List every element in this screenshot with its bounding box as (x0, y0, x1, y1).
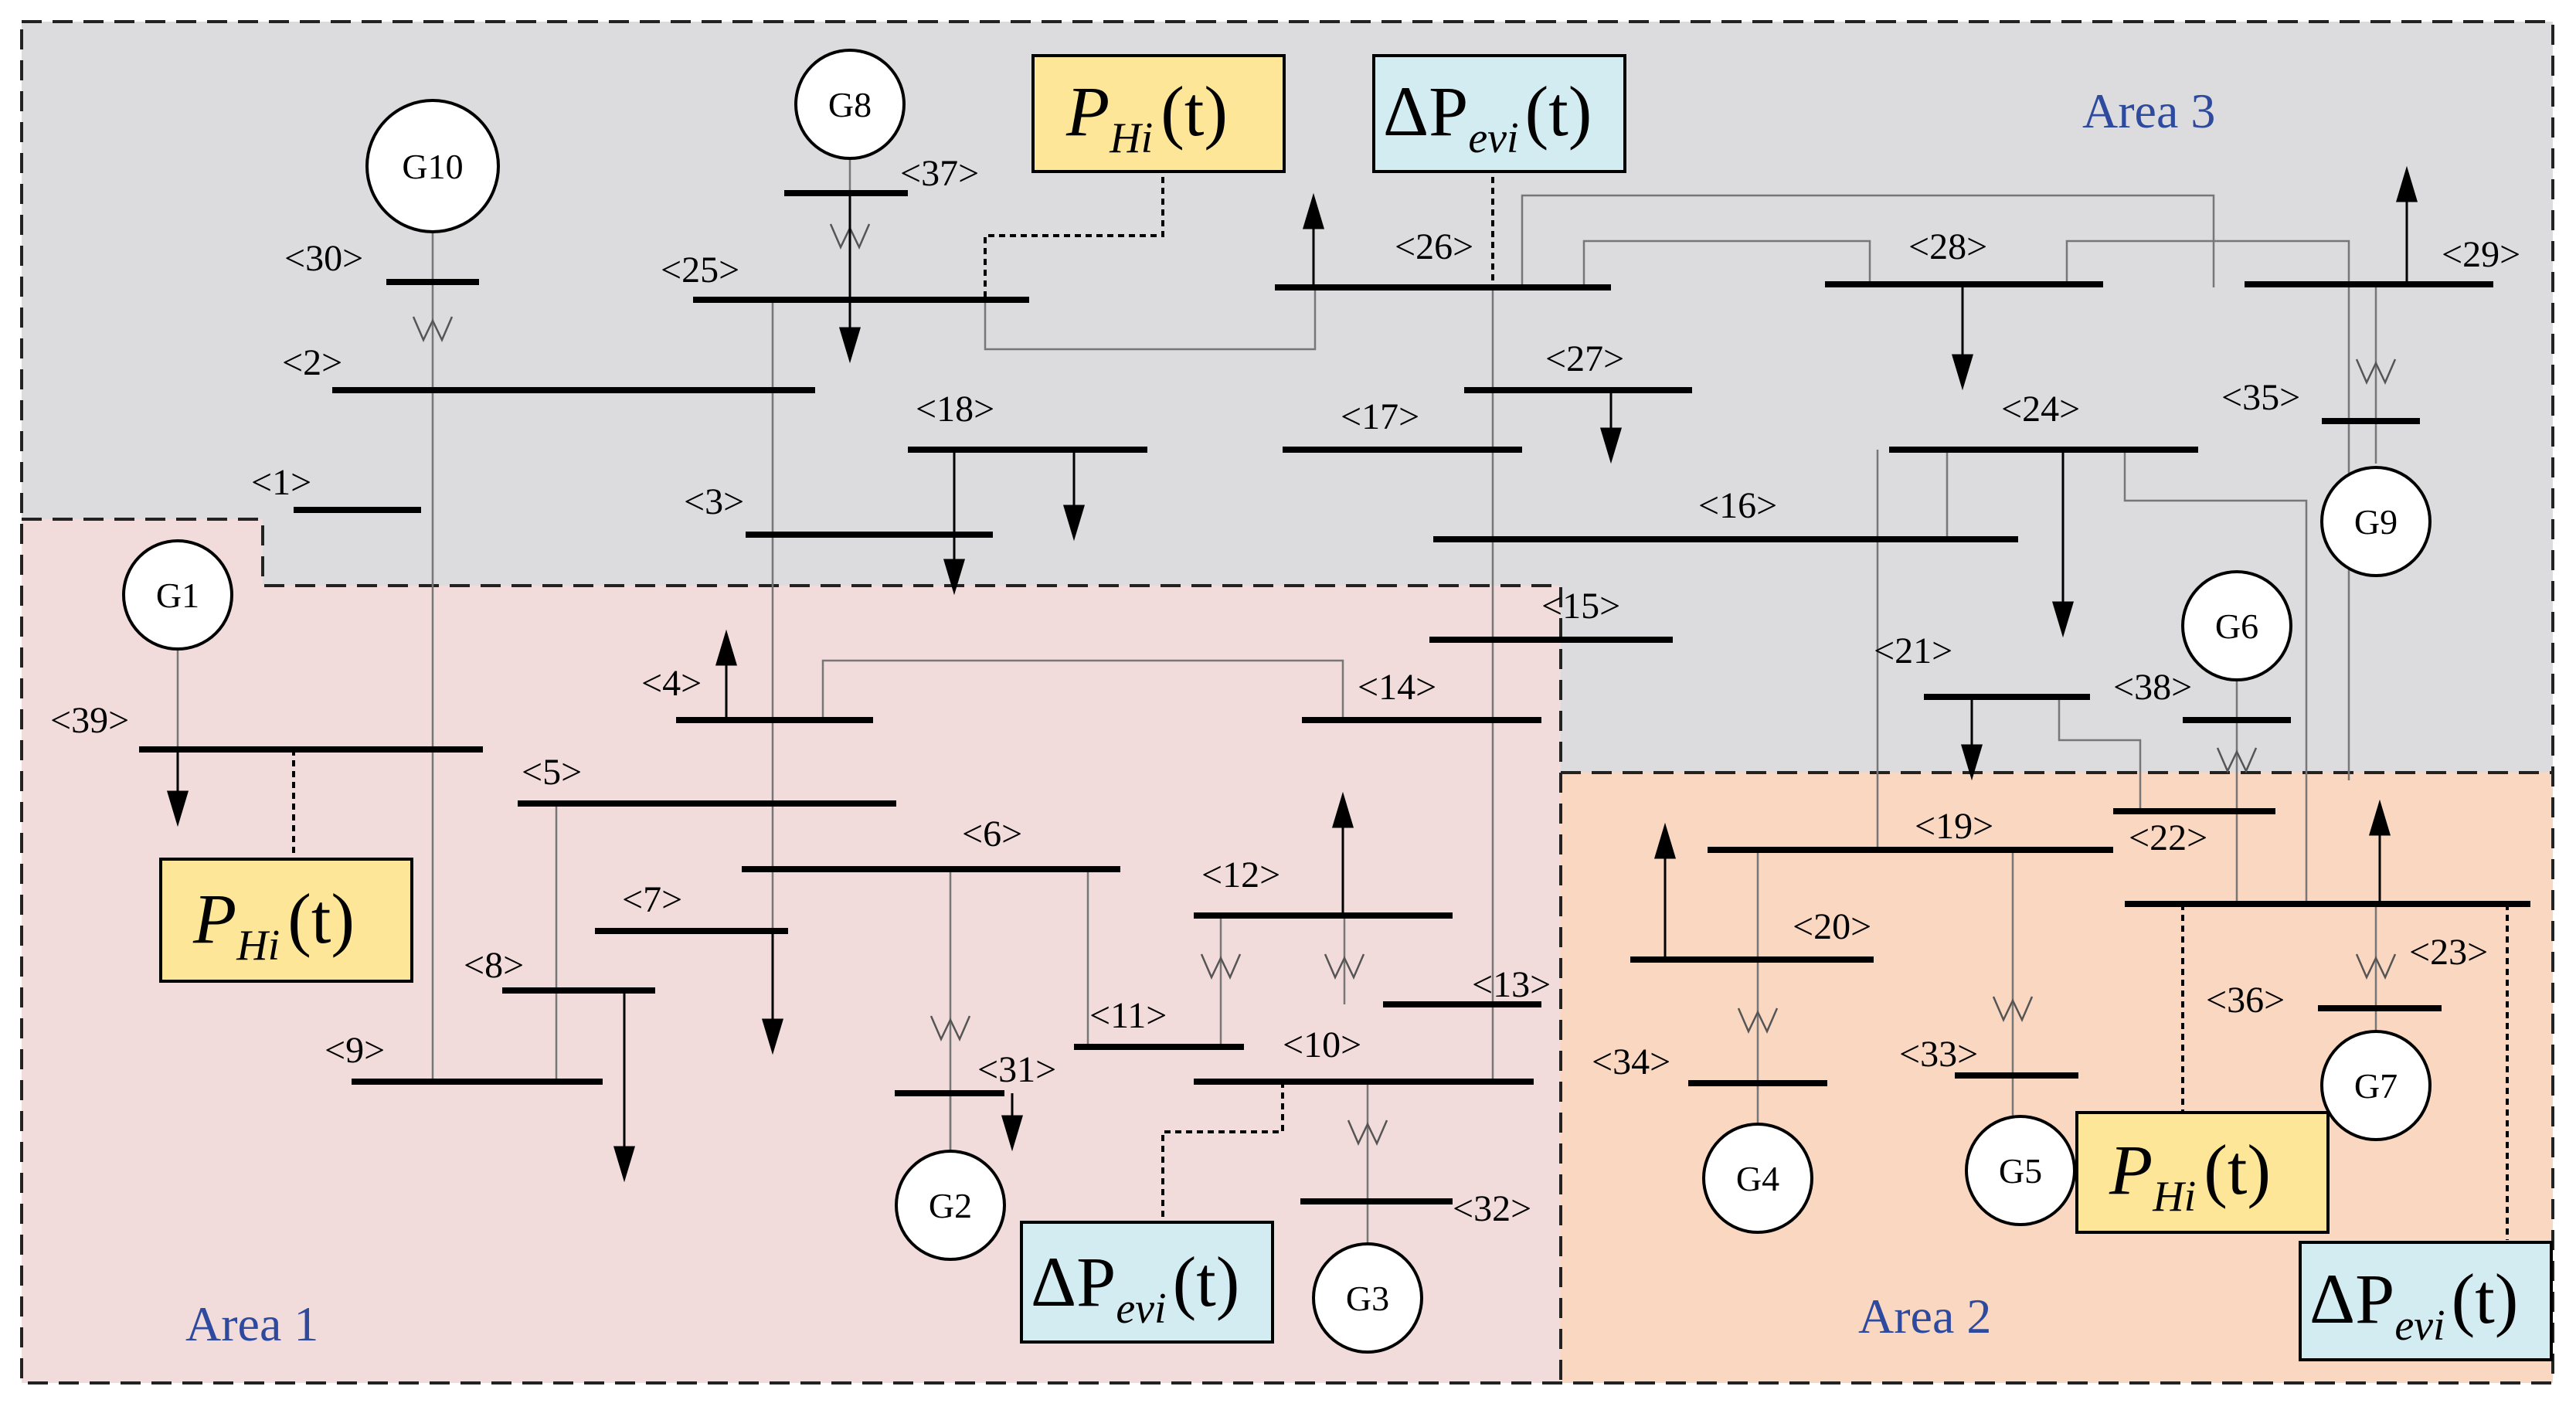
control-links (292, 166, 2509, 1240)
bus-label-32: <32> (1453, 1188, 1531, 1229)
svg-text:G10: G10 (402, 147, 463, 186)
svg-text:G6: G6 (2215, 606, 2258, 646)
bus-label-30: <30> (284, 238, 363, 279)
bus-label-38: <38> (2113, 667, 2192, 708)
bus-label-28: <28> (1908, 226, 1987, 267)
bus-label-14: <14> (1358, 667, 1436, 708)
generator-g1 (122, 539, 233, 651)
delta-p-evi-box-area3 (1372, 54, 1626, 173)
bus-label-24: <24> (2001, 389, 2080, 430)
bus-label-18: <18> (916, 389, 994, 430)
svg-text:PHi(t): PHi(t) (2109, 1130, 2271, 1221)
bus-label-6: <6> (962, 814, 1022, 854)
generator-g5 (1965, 1115, 2076, 1226)
generator-lines (848, 158, 2377, 1252)
bus-label-7: <7> (622, 879, 682, 920)
bus-label-23: <23> (2409, 932, 2488, 973)
p-hi-box-area1 (159, 858, 413, 983)
bus-label-34: <34> (1592, 1041, 1670, 1082)
bus-label-10: <10> (1283, 1024, 1361, 1065)
bus-label-39: <39> (50, 700, 129, 741)
bus-label-33: <33> (1899, 1034, 1978, 1075)
p-hi-boxes: PHi(t) PHi(t) PHi(t) (159, 54, 2330, 1234)
bus-label-22: <22> (2129, 817, 2207, 858)
bus-label-19: <19> (1915, 806, 1993, 847)
svg-text:ΔPevi(t): ΔPevi(t) (1031, 1242, 1239, 1333)
svg-text:ΔPevi(t): ΔPevi(t) (1383, 72, 1592, 162)
bus-labels: <1> <2> <3> <4> <5> <6> <7> <8> <9> <10>… (50, 153, 2520, 1229)
delta-p-evi-box-area1 (1020, 1221, 1274, 1344)
svg-text:G2: G2 (929, 1186, 972, 1225)
generator-g4 (1702, 1123, 1813, 1234)
generator-g9 (2320, 466, 2432, 577)
delta-p-evi-box-area2 (2299, 1241, 2553, 1361)
transformers (412, 223, 2397, 1147)
load-arrows (166, 165, 2418, 1183)
generator-g7 (2320, 1030, 2432, 1141)
svg-text:ΔPevi(t): ΔPevi(t) (2309, 1259, 2518, 1350)
bus-label-16: <16> (1698, 485, 1777, 526)
buses (139, 190, 2530, 1204)
bus-label-17: <17> (1341, 396, 1419, 437)
bus-label-2: <2> (282, 342, 342, 383)
svg-text:PHi(t): PHi(t) (192, 879, 355, 970)
bus-label-8: <8> (464, 945, 524, 986)
svg-text:G8: G8 (828, 85, 872, 124)
bus-label-5: <5> (522, 752, 582, 793)
svg-text:G1: G1 (156, 576, 199, 615)
bus-label-12: <12> (1201, 854, 1280, 895)
area-borders (20, 20, 2554, 1385)
p-hi-box-area3 (1031, 54, 1286, 173)
p-hi-box-area2 (2075, 1111, 2330, 1234)
bus-label-35: <35> (2221, 377, 2300, 418)
area-2-label: Area 2 (1858, 1289, 1991, 1344)
bus-label-9: <9> (325, 1030, 385, 1071)
svg-text:G5: G5 (1999, 1151, 2042, 1191)
bus-label-3: <3> (684, 481, 744, 522)
svg-text:G4: G4 (1736, 1159, 1779, 1198)
area-1-label: Area 1 (185, 1296, 318, 1351)
bus-label-26: <26> (1395, 226, 1473, 267)
svg-text:G3: G3 (1346, 1279, 1389, 1318)
bus-label-29: <29> (2442, 234, 2520, 275)
bus-label-20: <20> (1793, 906, 1871, 947)
generator-g10 (365, 99, 500, 233)
generator-g2 (895, 1150, 1006, 1261)
area-1-region (22, 519, 1561, 1383)
generator-g3 (1312, 1242, 1423, 1354)
bus-label-15: <15> (1541, 586, 1620, 627)
generators: G1 G2 G3 G4 G5 G6 G7 G8 G9 G10 (122, 49, 2432, 1354)
generator-g8 (794, 49, 906, 160)
bus-label-21: <21> (1874, 630, 1952, 671)
svg-text:PHi(t): PHi(t) (1065, 72, 1228, 162)
svg-text:G9: G9 (2354, 502, 2398, 542)
bus-label-36: <36> (2206, 980, 2285, 1021)
bus-label-13: <13> (1472, 964, 1551, 1005)
generator-g6 (2181, 570, 2292, 681)
bus-label-37: <37> (900, 153, 979, 194)
area-3-label: Area 3 (2082, 83, 2215, 138)
svg-text:G7: G7 (2354, 1066, 2398, 1106)
bus-label-11: <11> (1089, 995, 1167, 1036)
bus-label-1: <1> (251, 462, 311, 503)
bus-label-27: <27> (1545, 338, 1624, 379)
bus-label-31: <31> (977, 1049, 1056, 1090)
bus-label-25: <25> (661, 250, 739, 290)
bus-label-4: <4> (641, 663, 702, 704)
delta-p-evi-boxes: ΔPevi(t) ΔPevi(t) ΔPevi(t) (1020, 54, 2553, 1361)
